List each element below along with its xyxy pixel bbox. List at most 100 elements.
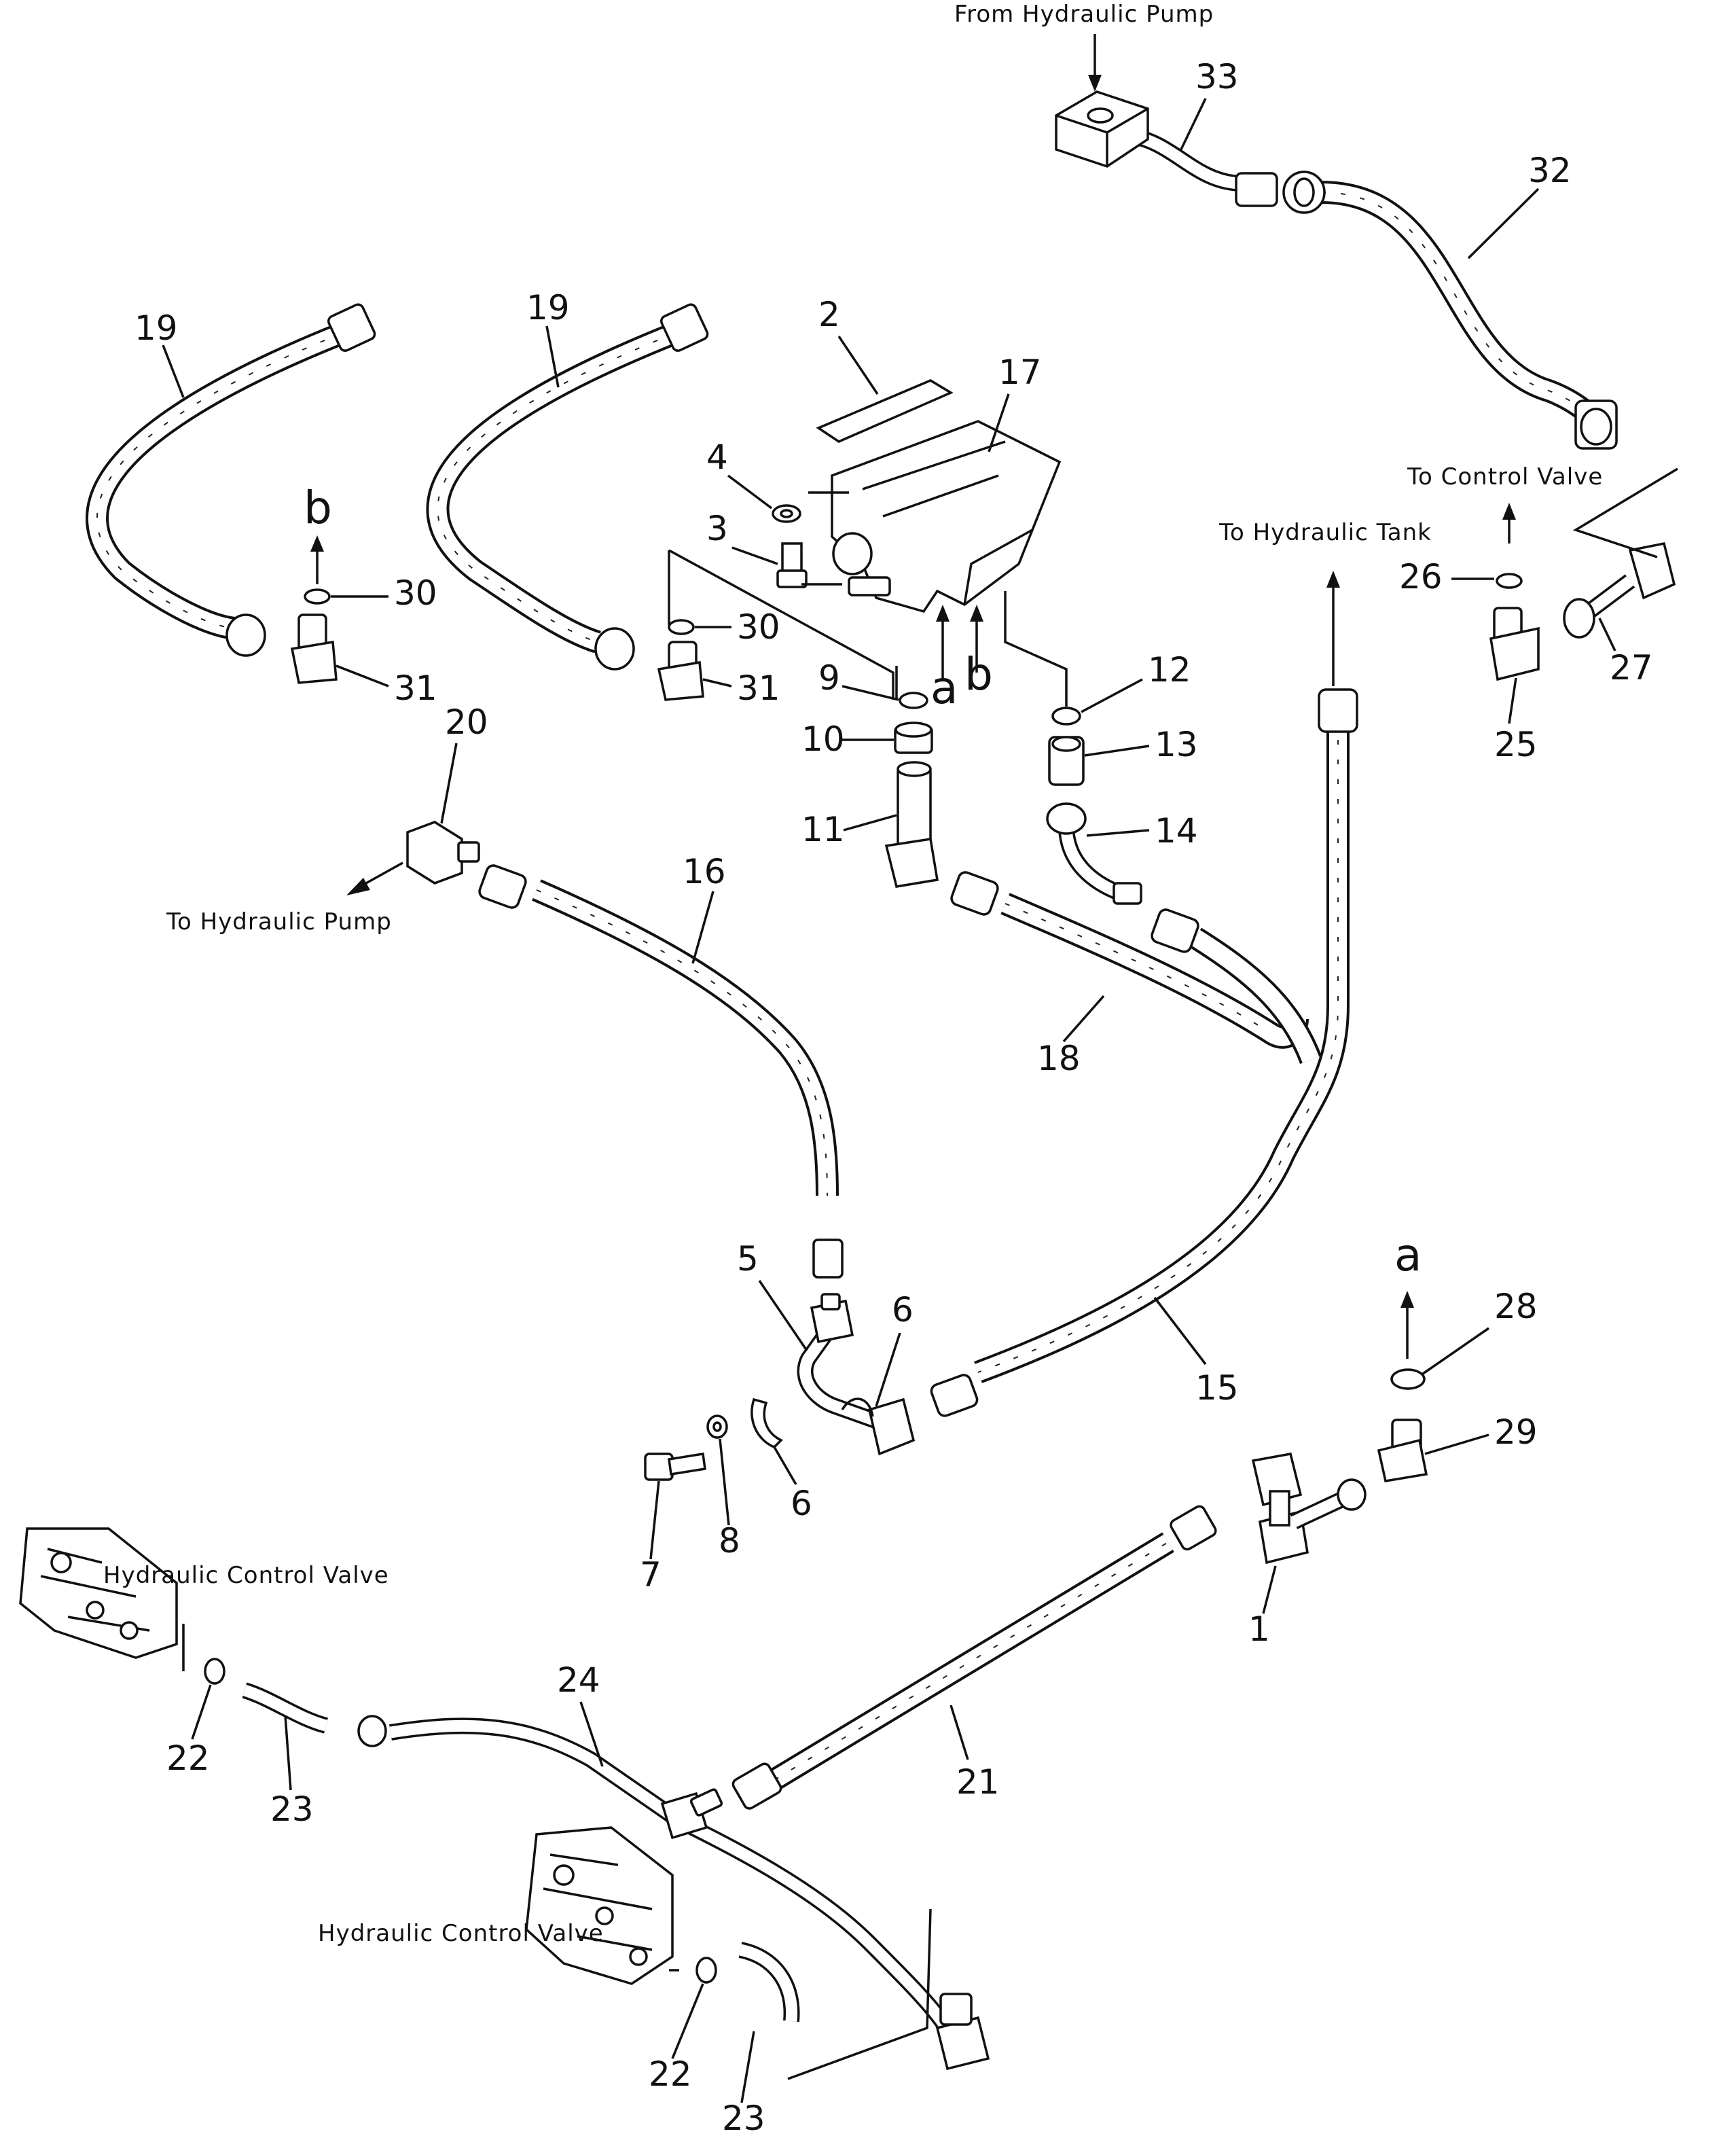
label-21: 21 <box>956 1762 1000 1802</box>
caption-to-control-valve: To Control Valve <box>1407 463 1603 491</box>
label-23-upper: 23 <box>270 1789 314 1829</box>
pipe-24-end <box>935 1993 990 2071</box>
label-11: 11 <box>801 810 845 849</box>
tee-20 <box>406 821 480 885</box>
hose-19-left <box>86 322 348 640</box>
nut-16-bottom <box>812 1239 844 1279</box>
pipes <box>242 128 1244 2029</box>
elbow-23-lower <box>738 1942 800 2023</box>
port-letter-a-top: a <box>930 662 958 714</box>
label-6-top: 6 <box>892 1290 914 1330</box>
label-4: 4 <box>706 438 728 477</box>
label-32: 32 <box>1528 151 1572 190</box>
hose-19-middle <box>426 322 681 654</box>
label-30-left: 30 <box>394 573 437 613</box>
elbow-23-upper <box>242 1682 329 1734</box>
control-valve-upper <box>19 1527 178 1659</box>
label-14: 14 <box>1155 811 1198 851</box>
label-24: 24 <box>557 1660 600 1700</box>
caption-control-valve-lower: Hydraulic Control Valve <box>318 1920 604 1947</box>
elbow-31-left <box>225 613 338 684</box>
nut-32-end <box>1574 399 1618 450</box>
label-18: 18 <box>1037 1039 1081 1078</box>
label-3: 3 <box>706 509 728 548</box>
caption-to-tank: To Hydraulic Tank <box>1218 519 1432 546</box>
label-8: 8 <box>719 1521 740 1561</box>
adapter-13 <box>1048 736 1085 786</box>
oring-9 <box>899 692 928 709</box>
nut-21-bottom <box>731 1762 782 1810</box>
label-31-middle: 31 <box>737 669 780 708</box>
arrows <box>310 34 1516 1359</box>
plate-2 <box>816 379 954 443</box>
label-17: 17 <box>998 353 1042 392</box>
hose-32 <box>1320 181 1605 430</box>
elbow-25 <box>1489 607 1540 681</box>
label-5: 5 <box>737 1239 759 1279</box>
label-2: 2 <box>818 295 840 334</box>
label-9: 9 <box>818 658 840 698</box>
label-26: 26 <box>1399 557 1443 596</box>
label-23-lower: 23 <box>722 2099 765 2138</box>
label-33: 33 <box>1195 57 1239 96</box>
part-labels: 33 32 19 19 2 17 4 3 30 30 31 31 9 10 11… <box>134 57 1653 2138</box>
label-6-bottom: 6 <box>791 1484 812 1523</box>
label-10: 10 <box>801 719 845 759</box>
captions: From Hydraulic Pump To Control Valve To … <box>103 1 1603 1947</box>
fitting-5-bottom <box>867 1397 916 1456</box>
hose-21 <box>768 1532 1174 1790</box>
port-letter-b-left: b <box>304 482 332 534</box>
pipe-5 <box>797 1330 886 1431</box>
pipe-14 <box>1058 825 1124 902</box>
nut-16-top <box>478 864 527 909</box>
caption-control-valve-upper: Hydraulic Control Valve <box>103 1562 389 1589</box>
oring-12 <box>1051 707 1081 726</box>
pipe-24 <box>389 1717 951 2029</box>
washer-8 <box>706 1414 728 1439</box>
port-letters: a b b a <box>304 482 1422 1281</box>
nut-19-middle-top <box>660 303 709 352</box>
bolt-3 <box>776 542 808 588</box>
hose-15 <box>974 720 1350 1383</box>
caption-to-pump: To Hydraulic Pump <box>166 908 392 936</box>
label-12: 12 <box>1148 650 1191 690</box>
oring-22-lower <box>695 1957 717 1984</box>
elbow-27 <box>1563 541 1676 639</box>
nut-32-start <box>1235 171 1326 214</box>
label-27: 27 <box>1610 648 1653 688</box>
label-31-left: 31 <box>394 669 437 708</box>
nut-15-bottom <box>930 1374 979 1417</box>
pipe-24-start <box>357 1715 387 1747</box>
label-15: 15 <box>1195 1368 1239 1408</box>
label-19-middle: 19 <box>526 288 570 327</box>
nut-18-branch-top <box>1151 908 1199 953</box>
caption-from-pump: From Hydraulic Pump <box>954 1 1214 28</box>
connector-11 <box>884 761 939 888</box>
washer-4 <box>772 504 801 523</box>
oring-26 <box>1496 573 1523 589</box>
label-1: 1 <box>1248 1609 1270 1649</box>
clamp-6 <box>751 1397 783 1449</box>
label-19-left: 19 <box>134 308 178 348</box>
oring-28 <box>1390 1368 1426 1390</box>
nut-19-left-top <box>327 303 376 352</box>
hoses <box>86 181 1605 1790</box>
port-letter-a-right: a <box>1394 1229 1422 1281</box>
flange-33 <box>1055 90 1149 168</box>
label-22-lower: 22 <box>649 2054 692 2094</box>
valve-body-17 <box>831 420 1062 613</box>
nut-14 <box>1046 802 1142 905</box>
pipe-24-tee <box>660 1788 723 1840</box>
nut-15-top <box>1318 688 1358 733</box>
nut-10 <box>894 721 933 754</box>
elbow-31-middle <box>594 627 704 701</box>
label-30-middle: 30 <box>737 607 780 647</box>
label-29: 29 <box>1494 1412 1538 1452</box>
leader-lines <box>182 467 1678 2080</box>
oring-30-middle <box>668 619 695 635</box>
oring-22-upper <box>204 1658 225 1685</box>
elbow-29 <box>1377 1419 1428 1482</box>
label-25: 25 <box>1494 725 1538 764</box>
label-13: 13 <box>1155 725 1198 764</box>
